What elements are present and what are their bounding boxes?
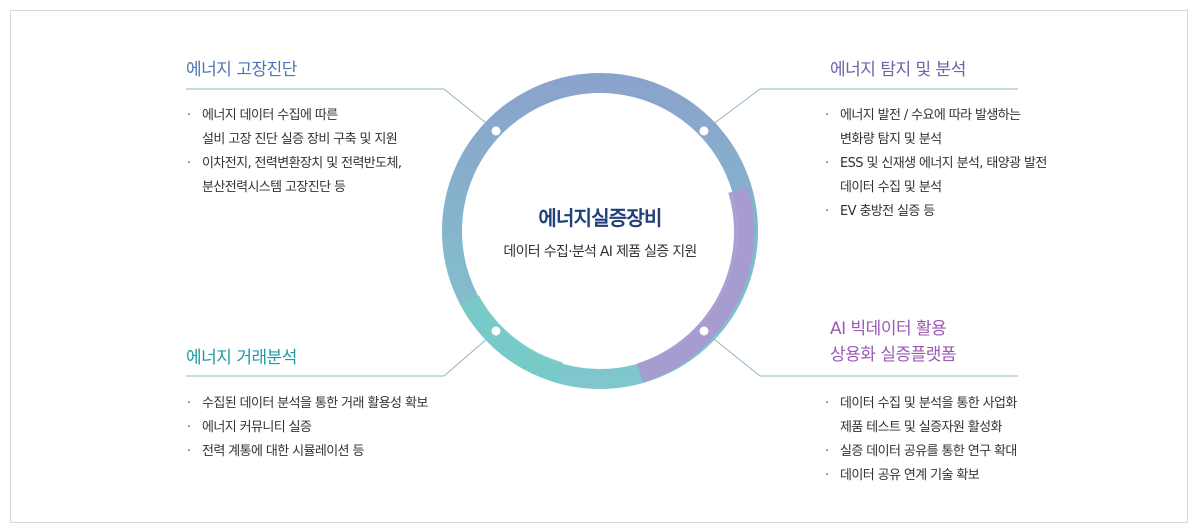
section-title-trade-analysis: 에너지 거래분석 [186,348,297,368]
list-item-continuation: 변화량 탐지 및 분석 [840,132,942,147]
center-ring-accent [636,187,754,383]
list-item: EV 충방전 실증 등 [824,200,1047,224]
list-item-continuation: 제품 테스트 및 실증자원 활성화 [840,420,1002,435]
list-item: 데이터 공유 연계 기술 확보 [824,464,1017,488]
list-item: 데이터 수집 및 분석을 통한 사업화 [824,392,1017,416]
ring-dot-top-left [491,126,501,136]
list-item: 에너지 데이터 수집에 따른 [186,104,401,128]
list-item: 이차전지, 전력변환장치 및 전력반도체, [186,152,402,176]
list-item-continuation: 분산전력시스템 고장진단 등 [202,180,346,195]
center-title: 에너지실증장비 [538,206,662,230]
list-item: 에너지 커뮤니티 실증 [186,416,428,440]
list-item: 전력 계통에 대한 시뮬레이션 등 [186,440,428,464]
list-item: 실증 데이터 공유를 통한 연구 확대 [824,440,1017,464]
list-item-continuation: 데이터 수집 및 분석 [840,180,942,195]
section-title-ai-bigdata-line1: AI 빅데이터 활용 [830,319,947,339]
section-list-fault-diagnosis: 에너지 데이터 수집에 따른 설비 고장 진단 실증 장비 구축 및 지원 이차… [186,104,402,200]
center-subtitle: 데이터 수집·분석 AI 제품 실증 지원 [503,244,697,260]
diagram-frame [10,10,1188,523]
list-item-continuation: 설비 고장 진단 실증 장비 구축 및 지원 [202,132,398,147]
section-list-detection-analysis: 에너지 발전 / 수요에 따라 발생하는 변화량 탐지 및 분석 ESS 및 신… [824,104,1047,224]
ring-dot-bottom-left [491,326,501,336]
list-item: 에너지 발전 / 수요에 따라 발생하는 [824,104,1047,128]
ring-dot-top-right [699,126,709,136]
section-title-ai-bigdata-line2: 상용화 실증플랫폼 [830,345,957,365]
center-ring-accent-left [461,295,563,382]
section-title-detection-analysis: 에너지 탐지 및 분석 [830,60,966,80]
list-item: ESS 및 신재생 에너지 분석, 태양광 발전 [824,152,1047,176]
ring-dot-bottom-right [699,326,709,336]
section-title-fault-diagnosis: 에너지 고장진단 [186,60,297,80]
section-list-trade-analysis: 수집된 데이터 분석을 통한 거래 활용성 확보 에너지 커뮤니티 실증 전력 … [186,392,428,464]
list-item: 수집된 데이터 분석을 통한 거래 활용성 확보 [186,392,428,416]
section-list-ai-bigdata: 데이터 수집 및 분석을 통한 사업화 제품 테스트 및 실증자원 활성화 실증… [824,392,1017,488]
